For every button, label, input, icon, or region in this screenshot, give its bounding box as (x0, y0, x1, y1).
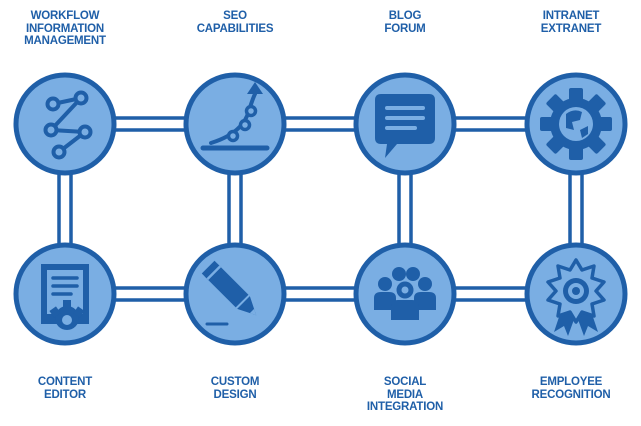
label-line: MANAGEMENT (24, 35, 106, 47)
globe-gear-icon (540, 88, 612, 160)
label-intranet: INTRANET EXTRANET (501, 10, 641, 35)
pencil-icon (201, 260, 257, 326)
label-line: MEDIA (386, 388, 424, 401)
label-seo: SEO CAPABILITIES (165, 10, 305, 35)
label-social: SOCIAL MEDIA INTEGRATION (335, 376, 475, 414)
label-line: DESIGN (213, 388, 257, 401)
label-line: SOCIAL (383, 376, 427, 388)
seo-growth-icon (200, 82, 270, 151)
label-line: EDITOR (43, 388, 87, 401)
label-line: FORUM (384, 22, 426, 35)
document-gear-icon (41, 264, 89, 330)
label-line: CONTENT (37, 376, 93, 388)
people-group-icon (374, 267, 436, 320)
connector-lines (57, 116, 584, 302)
workflow-path-icon (43, 90, 93, 160)
label-line: SEO (223, 10, 247, 22)
label-design: CUSTOM DESIGN (165, 376, 305, 401)
label-line: EXTRANET (540, 22, 602, 35)
label-line: CUSTOM (210, 376, 260, 388)
label-workflow: WORKFLOW INFORMATION MANAGEMENT (0, 10, 135, 48)
node-icons (41, 82, 612, 336)
label-line: INFORMATION (25, 22, 105, 35)
label-blog: BLOG FORUM (335, 10, 475, 35)
label-line: BLOG (388, 10, 422, 22)
node-circle-seo (183, 72, 287, 176)
node-circle-workflow (13, 72, 117, 176)
node-circles (13, 72, 628, 346)
label-line: CAPABILITIES (196, 22, 274, 35)
label-line: INTRANET (542, 10, 600, 22)
label-line: RECOGNITION (531, 388, 611, 401)
label-employee: EMPLOYEE RECOGNITION (501, 376, 641, 401)
chat-bubble-icon (375, 94, 435, 158)
label-line: EMPLOYEE (539, 376, 603, 388)
award-badge-icon (546, 258, 606, 336)
label-line: INTEGRATION (366, 401, 444, 413)
label-line: WORKFLOW (30, 10, 100, 22)
label-content: CONTENT EDITOR (0, 376, 135, 401)
